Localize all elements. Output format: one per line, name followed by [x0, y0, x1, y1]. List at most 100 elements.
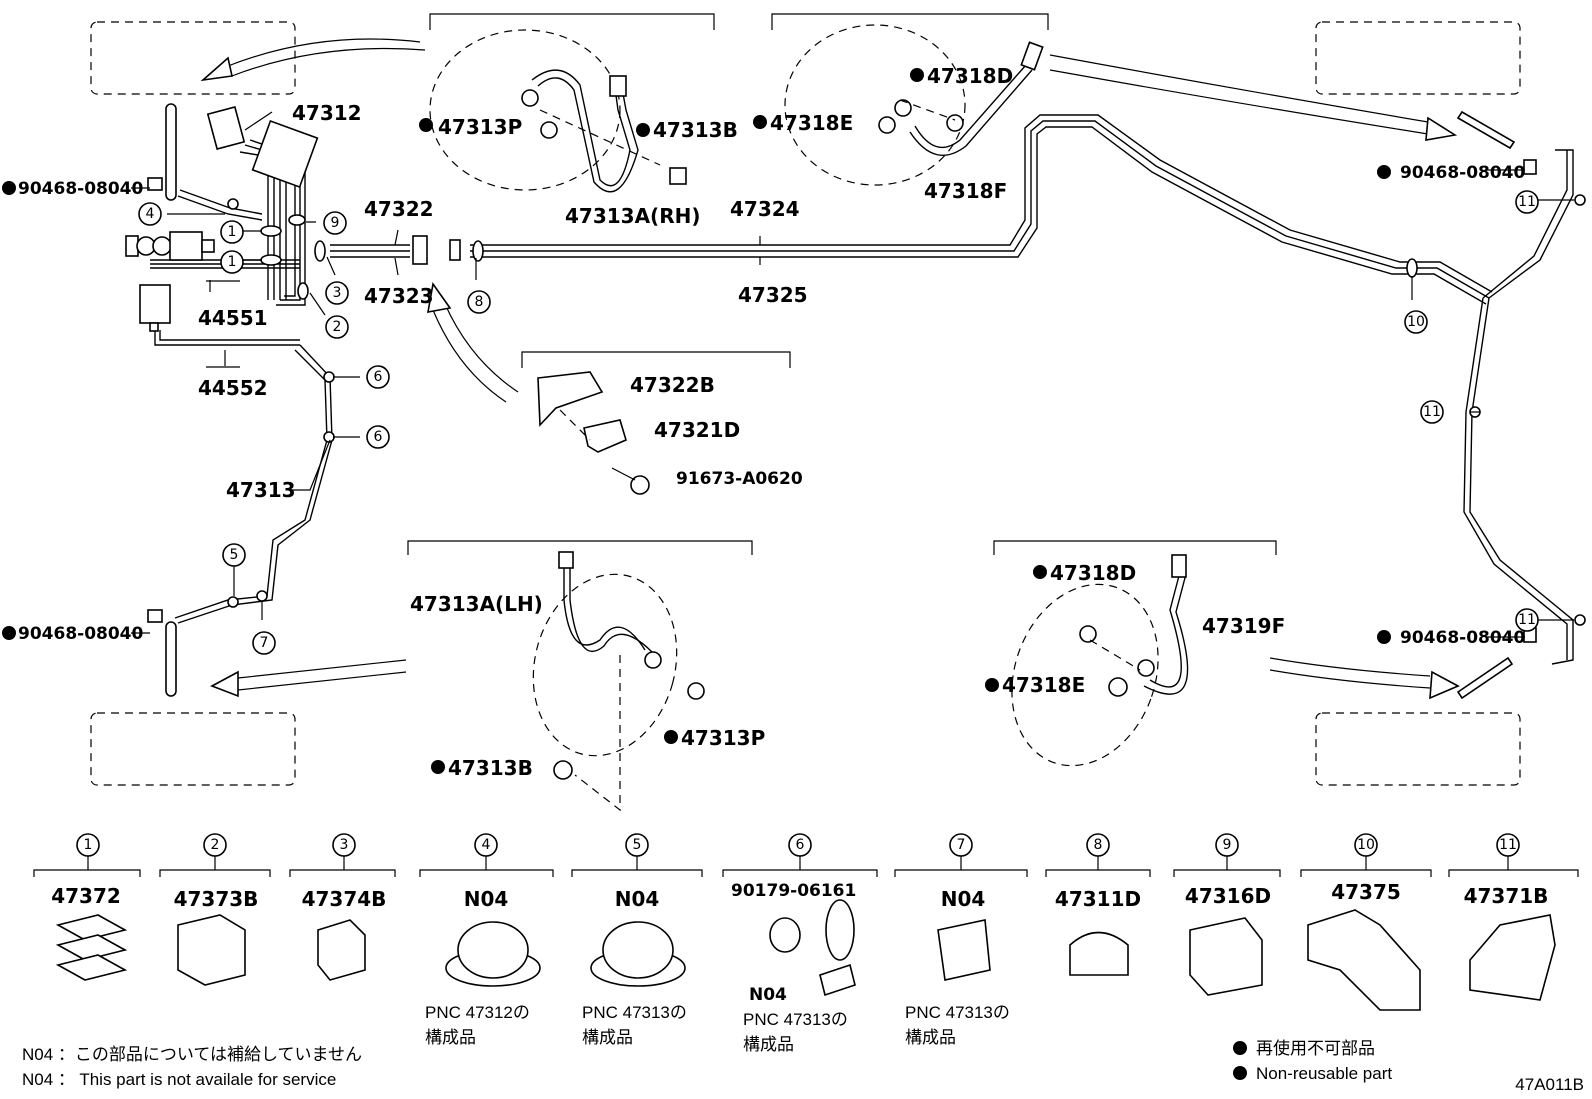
arrow-to-rear-left [210, 659, 407, 698]
nonreusable-markers [2, 68, 1391, 1080]
hose-47318F [878, 41, 1044, 156]
legend-note-6a: PNC 47313の [743, 1010, 848, 1029]
wheel-box-front-right [1315, 21, 1521, 95]
legend-note-5b: 構成品 [582, 1028, 633, 1047]
label-47318F: 47318F [924, 179, 1007, 203]
ref-9: 8 [475, 294, 484, 310]
hose-47313A-lh [553, 551, 705, 812]
ref-1b: 1 [228, 254, 237, 270]
ref-10: 10 [1407, 314, 1425, 330]
label-47313: 47313 [226, 478, 296, 502]
legend-note-6b: 構成品 [743, 1035, 794, 1054]
legend-num-7: 7 [957, 837, 966, 853]
part-number-labels: 47312 47322 47323 47324 47325 44551 4455… [198, 64, 1285, 780]
legend-part-6-sub: N04 [749, 985, 787, 1005]
detail-circle-rear-right [1011, 583, 1159, 767]
ref-1a: 1 [228, 224, 237, 240]
label-44552: 44552 [198, 376, 268, 400]
detail-bracket-bottom-right [993, 540, 1277, 555]
label-47313A-lh: 47313A(LH) [410, 592, 543, 616]
footnote-nonreusable-jp: 再使用不可部品 [1256, 1038, 1375, 1058]
legend-part-labels-small: 90179-06161 N04 [731, 881, 856, 1005]
label-47313P-bot: 47313P [681, 726, 765, 750]
wheel-box-rear-left [90, 712, 296, 786]
label-47312: 47312 [292, 101, 362, 125]
legend-num-1: 1 [84, 837, 93, 853]
label-90468-d: 90468-08040 [1400, 628, 1526, 648]
leader-lines [131, 111, 1574, 638]
ref-6a: 6 [374, 369, 383, 385]
ref-7: 7 [260, 635, 269, 651]
label-47318E-top: 47318E [770, 111, 853, 135]
legend-part-10: 47375 [1331, 880, 1401, 904]
legend-part-1: 47372 [51, 884, 121, 908]
hose-47313A-rh [521, 69, 687, 193]
label-47318D-top: 47318D [927, 64, 1013, 88]
detail-circle-front-left [429, 29, 621, 191]
label-90468-b: 90468-08040 [18, 624, 144, 644]
detail-bracket-bottom-left [407, 540, 753, 555]
part-number-labels-small: 90468-08040 90468-08040 90468-08040 9046… [18, 163, 1526, 648]
legend-part-4: N04 [464, 887, 509, 911]
legend-part-11: 47371B [1464, 884, 1549, 908]
reference-circles [76, 190, 1539, 857]
detail-bracket-mid [521, 351, 791, 368]
ref-11c: 11 [1518, 612, 1536, 628]
label-47313A-rh: 47313A(RH) [565, 204, 700, 228]
detail-bracket-top-right [771, 13, 1049, 30]
label-47325: 47325 [738, 283, 808, 307]
label-90468-c: 90468-08040 [1400, 163, 1526, 183]
label-47323: 47323 [364, 284, 434, 308]
label-47313B-bot: 47313B [448, 756, 533, 780]
label-90468-a: 90468-08040 [18, 179, 144, 199]
ref-6b: 6 [374, 429, 383, 445]
label-47322B: 47322B [630, 373, 715, 397]
junction-bracket [537, 371, 650, 495]
legend-num-2: 2 [211, 837, 220, 853]
ref-5: 5 [230, 547, 239, 563]
legend-part-8: 47311D [1055, 887, 1141, 911]
legend-part-5: N04 [615, 887, 660, 911]
legend-part-7: N04 [941, 887, 986, 911]
legend-num-11: 11 [1499, 837, 1517, 853]
legend-brackets [33, 855, 1579, 877]
legend-part-labels: 47372 47373B 47374B N04 N04 N04 47311D 4… [51, 880, 1548, 911]
front-right-hose-stub [1456, 110, 1516, 700]
legend-notes: PNC 47312の 構成品 PNC 47313の 構成品 PNC 47313の… [425, 1003, 1010, 1054]
footnote-n04-jp: N04 ：この部品については補給していません [22, 1045, 362, 1064]
label-47319F: 47319F [1202, 614, 1285, 638]
legend-num-4: 4 [482, 837, 491, 853]
detail-bracket-top-left [429, 13, 715, 30]
label-47318E-bot: 47318E [1002, 673, 1085, 697]
wheel-box-front-left [90, 21, 296, 95]
label-44551: 44551 [198, 306, 268, 330]
pipe-clips [227, 194, 1586, 626]
hose-47319F [1079, 554, 1189, 697]
arrow-to-junction [427, 281, 519, 403]
ref-8: 9 [331, 215, 340, 231]
label-47321D: 47321D [654, 418, 740, 442]
ref-11a: 11 [1518, 194, 1536, 210]
front-left-hose-stub [165, 103, 177, 697]
footnote-nonreusable-en: Non-reusable part [1256, 1064, 1392, 1083]
legend-part-6: 90179-06161 [731, 881, 856, 901]
legend-note-4b: 構成品 [425, 1028, 476, 1047]
legend-part-3: 47374B [302, 887, 387, 911]
arrow-to-front-right [1049, 54, 1458, 141]
legend-note-5a: PNC 47313の [582, 1003, 687, 1022]
footnotes: N04 ：この部品については補給していません N04 ： This part i… [22, 1038, 1584, 1094]
legend-note-7b: 構成品 [905, 1028, 956, 1047]
legend-num-10: 10 [1357, 837, 1375, 853]
label-47318D-bot: 47318D [1050, 561, 1136, 585]
reference-circle-numbers: 4 1 1 9 3 2 6 6 5 7 8 10 11 11 11 1 2 3 … [84, 194, 1536, 853]
ref-3: 3 [333, 285, 342, 301]
legend-num-8: 8 [1094, 837, 1103, 853]
wheel-box-rear-right [1315, 712, 1521, 786]
label-47322: 47322 [364, 197, 434, 221]
legend-part-9: 47316D [1185, 884, 1271, 908]
legend-part-2: 47373B [174, 887, 259, 911]
legend-note-7a: PNC 47313の [905, 1003, 1010, 1022]
footnote-n04-en: N04 ： This part is not availale for serv… [22, 1070, 336, 1089]
label-47313P-top: 47313P [438, 115, 522, 139]
